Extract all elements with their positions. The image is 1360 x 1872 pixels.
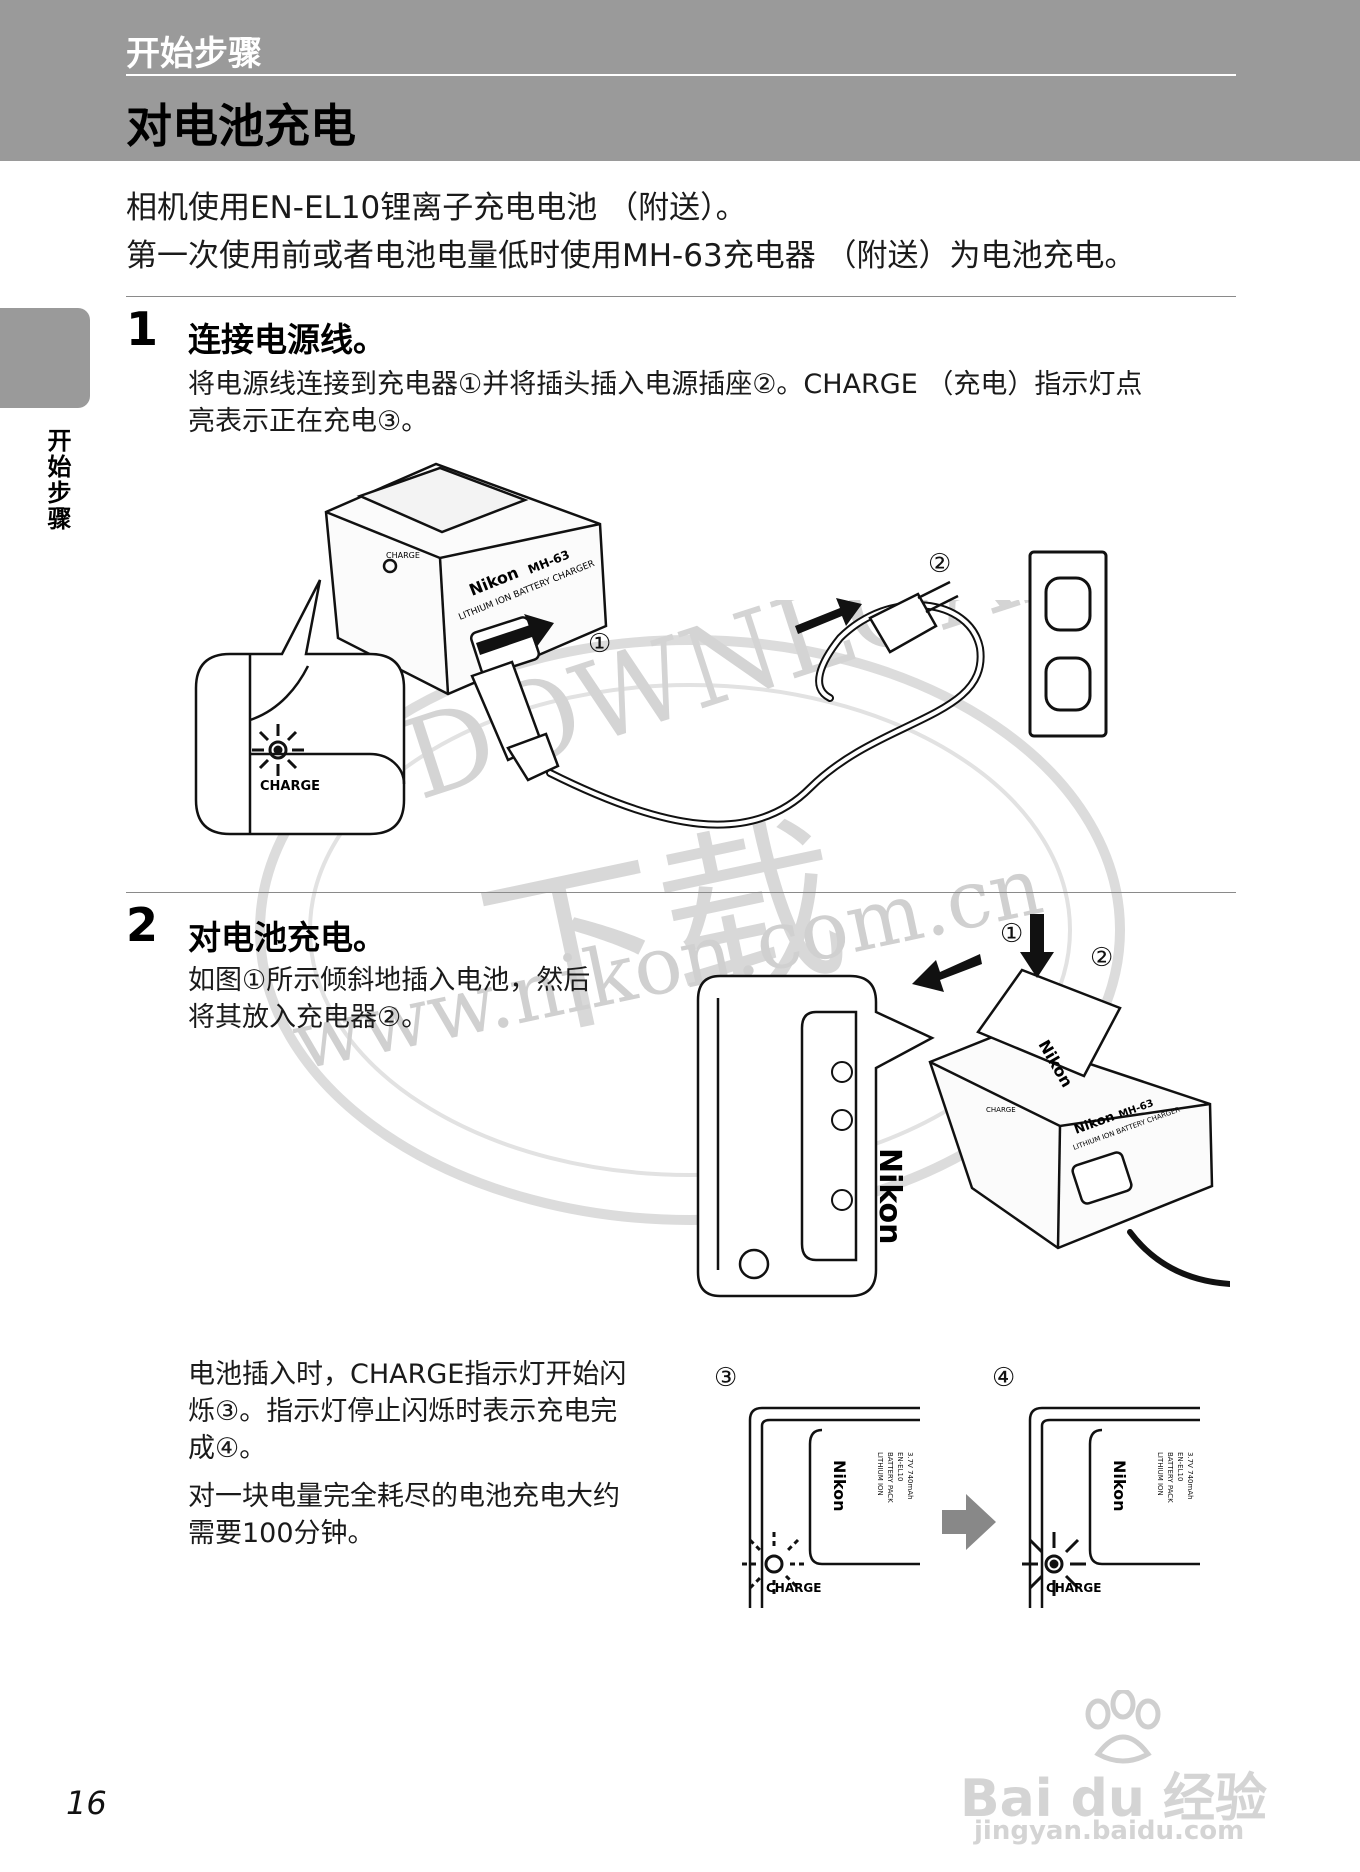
arrow-right-icon [942,1494,996,1550]
download-watermark: DOWNLOAD 下载 www.nikon.com.cn [255,600,1125,1225]
step-1-number: 1 [126,302,159,356]
intro-line-1: 相机使用EN-EL10锂离子充电电池 （附送）。 [126,190,747,226]
step-1-text-2: 亮表示正在充电③。 [188,406,429,437]
panel4-brand: Nikon [1110,1460,1129,1511]
svg-text:EN-EL10: EN-EL10 [1176,1452,1184,1481]
header-band [0,0,1360,161]
baidu-url: jingyan.baidu.com [974,1816,1245,1846]
callout-labels: ① ② [1000,919,1113,973]
panel4-pack-lines: LITHIUM ION BATTERY PACK EN-EL10 3.7V 74… [1156,1452,1194,1503]
callout-4: ④ [992,1363,1015,1393]
section-title: 开始步骤 [126,34,262,74]
svg-text:LITHIUM ION: LITHIUM ION [1156,1452,1164,1496]
baidu-logo-text: Bai du 经验 [960,1769,1267,1829]
step-1-text-1: 将电源线连接到充电器①并将插头插入电源插座②。CHARGE （充电）指示灯点 [188,369,1143,400]
charger-connection-figure: Nikon MH-63 LITHIUM ION BATTERY CHARGER … [194,462,1108,836]
callout-2: ② [1090,943,1113,973]
svg-text:3.7V 740mAh: 3.7V 740mAh [906,1452,914,1500]
divider [126,892,1236,893]
svg-text:3.7V 740mAh: 3.7V 740mAh [1186,1452,1194,1500]
step-2-time-1: 对一块电量完全耗尽的电池充电大约 [188,1481,620,1512]
blink-indicator-icon [252,724,304,776]
divider [126,296,1236,297]
wall-plug-icon [868,580,959,654]
baidu-watermark: Bai du 经验 jingyan.baidu.com [960,1690,1300,1850]
callout-1: ① [1000,919,1023,949]
intro-line-2: 第一次使用前或者电池电量低时使用MH-63充电器 （附送）为电池充电。 [126,238,1136,274]
arrow-icon [476,598,862,655]
callout-2: ② [928,549,951,579]
battery-insertion-figure: Nikon Nikon Nikon MH-63 LITHIUM ION BATT… [696,914,1230,1298]
callout-1: ① [588,629,611,659]
charge-status-figure: ③ ④ Nikon LITHIUM ION BATTERY PACK EN-EL… [714,1363,1200,1608]
svg-text:BATTERY PACK: BATTERY PACK [1166,1452,1174,1503]
panel4-charge-label: CHARGE [1046,1581,1101,1595]
chapter-tab[interactable] [0,308,90,408]
plug-connector-icon [470,660,560,782]
callout-3: ③ [714,1363,737,1393]
inset-charge-label: CHARGE [260,779,320,794]
step-2-text-2: 将其放入充电器②。 [188,1002,429,1033]
svg-text:EN-EL10: EN-EL10 [896,1452,904,1481]
charger2-charge-label: CHARGE [986,1106,1016,1114]
cord-icon [1127,1229,1230,1287]
chapter-tab-label: 开始步骤 [43,428,71,532]
callout-labels: ① ② ③ [588,549,951,659]
charger-illustration [928,968,1214,1250]
step-1-title: 连接电源线。 [188,320,386,359]
paw-logo-icon [1085,1690,1161,1764]
svg-text:LITHIUM ION: LITHIUM ION [876,1452,884,1496]
battery-terminal-icons [831,1061,853,1211]
arrow-icon [912,914,1054,992]
panel3-brand: Nikon [830,1460,849,1511]
step-2-note-1: 电池插入时，CHARGE指示灯开始闪 [188,1359,627,1390]
panel3-pack-lines: LITHIUM ION BATTERY PACK EN-EL10 3.7V 74… [876,1452,914,1503]
step-2-number: 2 [126,898,159,952]
page-title: 对电池充电 [126,99,356,153]
header-rule [126,74,1236,76]
inset-brand: Nikon [872,1148,907,1245]
step-2-text-1: 如图①所示倾斜地插入电池，然后 [188,965,591,996]
panel3-charge-label: CHARGE [766,1581,821,1595]
wall-outlet-icon [1028,550,1108,738]
battery-closeup-inset [696,974,935,1298]
step-2-note-3: 成④。 [188,1433,267,1464]
charger-charge-label: CHARGE [386,551,420,560]
step-2-title: 对电池充电。 [188,918,386,957]
blink-indicator-icon [742,1532,806,1596]
callout-labels: ③ ④ [714,1363,1015,1393]
blinking-state-panel [748,1406,920,1608]
steady-state-panel [1028,1406,1200,1608]
svg-text:BATTERY PACK: BATTERY PACK [886,1452,894,1503]
charge-indicator-inset [194,579,406,836]
step-2-time-2: 需要100分钟。 [188,1518,375,1549]
power-cord-inner [548,603,983,827]
page-number: 16 [66,1784,107,1822]
lit-indicator-icon [1022,1532,1086,1596]
step-2-note-2: 烁③。指示灯停止闪烁时表示充电完 [188,1396,618,1427]
